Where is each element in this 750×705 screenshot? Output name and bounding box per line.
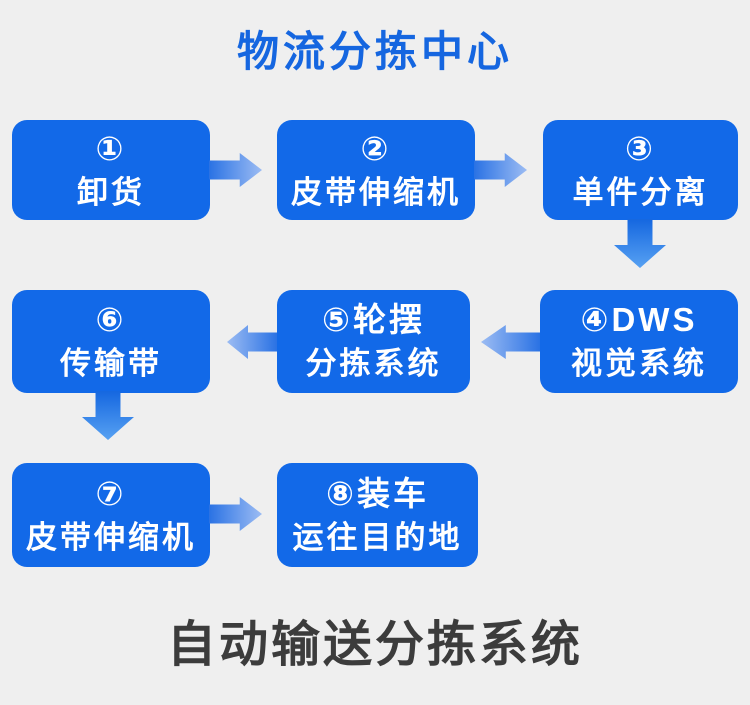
node-5-wheel-sorter-system: ⑤轮摆 分拣系统 <box>277 290 470 393</box>
footer-title: 自动输送分拣系统 <box>166 618 583 672</box>
node-label: 传输带 <box>60 346 162 381</box>
node-step-number: ⑤轮摆 <box>322 301 425 338</box>
node-4-dws-vision-system: ④DWS 视觉系统 <box>540 290 738 393</box>
arrow-right-icon-7-to-8 <box>209 497 262 531</box>
node-step-number: ③ <box>625 129 656 167</box>
node-7-telescopic-belt-conveyor: ⑦ 皮带伸缩机 <box>12 463 210 567</box>
arrow-down-icon-3-to-4 <box>614 219 666 268</box>
arrow-down-icon-6-to-7 <box>82 391 134 440</box>
node-step-number: ④DWS <box>580 301 698 338</box>
arrow-left-icon-5-to-6 <box>227 325 277 359</box>
node-step-number: ⑥ <box>95 301 127 338</box>
node-8-loading-to-destination: ⑧装车 运往目的地 <box>277 463 478 567</box>
node-2-telescopic-belt-conveyor: ② 皮带伸缩机 <box>277 120 475 220</box>
node-step-number: ① <box>95 129 127 167</box>
arrow-right-icon-2-to-3 <box>474 153 527 187</box>
node-label: 分拣系统 <box>305 346 442 381</box>
node-label: 视觉系统 <box>571 346 707 381</box>
node-label: 卸货 <box>77 174 145 210</box>
arrow-left-icon-4-to-5 <box>481 325 540 359</box>
node-step-number: ② <box>360 129 392 167</box>
node-label: 运往目的地 <box>292 519 463 555</box>
node-label: 皮带伸缩机 <box>26 519 196 555</box>
node-1-unloading: ① 卸货 <box>12 120 210 220</box>
node-label: 单件分离 <box>572 174 709 210</box>
node-label: 皮带伸缩机 <box>291 174 461 210</box>
page-title: 物流分拣中心 <box>236 28 513 75</box>
node-3-singulation: ③ 单件分离 <box>543 120 738 220</box>
node-step-number: ⑦ <box>95 474 127 512</box>
arrow-right-icon-1-to-2 <box>209 153 262 187</box>
node-6-conveyor-belt: ⑥ 传输带 <box>12 290 210 393</box>
node-step-number: ⑧装车 <box>326 474 429 512</box>
